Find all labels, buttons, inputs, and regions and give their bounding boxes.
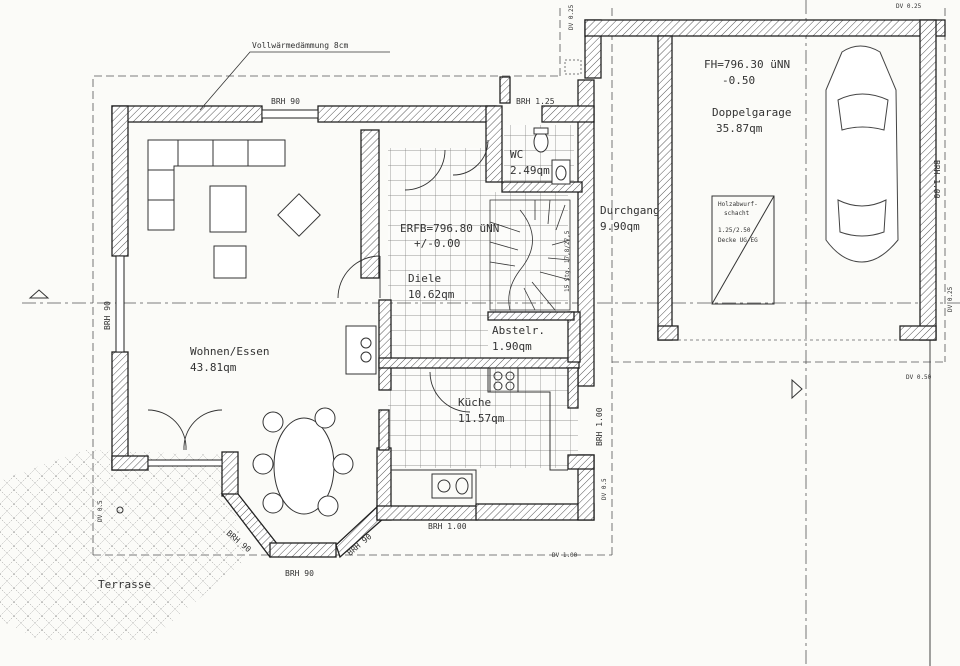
room-area: 35.87qm <box>716 122 763 135</box>
ottoman <box>213 245 247 279</box>
room-name: Doppelgarage <box>712 106 791 119</box>
dv-label: DV 0.25 <box>568 4 575 30</box>
dv-label: DV 0.50 <box>906 374 932 381</box>
room-area: 11.57qm <box>458 412 505 425</box>
brh-label: BRH 1.25 <box>516 97 555 106</box>
garage-walls <box>584 19 946 341</box>
terrace-marker <box>116 506 124 514</box>
dv-label: DV 0.5 <box>601 478 608 500</box>
wood-chute <box>711 195 775 305</box>
roof-outline <box>92 8 946 556</box>
chute-label: 1.25/2.50 <box>718 227 751 234</box>
room-area: 9.90qm <box>600 220 640 233</box>
floor-level-label: +/-0.00 <box>414 237 460 250</box>
chute-label: Holzabwurf- <box>718 201 758 208</box>
brh-label: BRH 90 <box>285 569 314 578</box>
garage-floor-height: FH=796.30 üNN <box>704 58 790 71</box>
dv-label: DV 1.00 <box>552 552 578 559</box>
sofa <box>147 139 286 231</box>
toilet <box>533 127 571 185</box>
cabinet-knob <box>360 351 372 363</box>
garage-level: -0.50 <box>722 74 755 87</box>
room-name: Abstelr. <box>492 324 545 337</box>
room-name: WC <box>510 148 523 161</box>
chimney <box>564 59 582 75</box>
brh-label: BRH 1.00 <box>595 407 604 446</box>
annotations: Vollwärmedämmung 8cm ERFB=796.80 üNN +/-… <box>97 3 954 578</box>
room-name: Diele <box>408 272 441 285</box>
cabinet-knob <box>360 337 372 349</box>
terrace-label: Terrasse <box>98 578 151 591</box>
kitchen-counter <box>391 367 568 504</box>
room-area: 43.81qm <box>190 361 237 374</box>
section-marker-left <box>28 289 50 299</box>
floor-height-label: ERFB=796.80 üNN <box>400 222 499 235</box>
cabinet <box>345 325 377 375</box>
insulation-leader <box>199 51 390 111</box>
room-name: Küche <box>458 396 491 409</box>
coffee-table <box>209 185 247 233</box>
chute-label: Decke UG-EG <box>718 237 758 244</box>
brh-label: BRH 1.00 <box>932 160 941 199</box>
dv-label: DV 0.5 <box>97 500 104 522</box>
room-labels: Wohnen/Essen 43.81qm Diele 10.62qm WC 2.… <box>98 58 791 591</box>
insulation-label: Vollwärmedämmung 8cm <box>252 41 349 50</box>
room-area: 10.62qm <box>408 288 455 301</box>
window <box>115 109 319 467</box>
room-area: 1.90qm <box>492 340 532 353</box>
room-name: Durchgang <box>600 204 660 217</box>
brh-label: BRH 90 <box>271 97 300 106</box>
brh-label: BRH 1.00 <box>428 522 467 531</box>
car <box>825 45 899 263</box>
staircase <box>489 199 571 311</box>
dining-set <box>252 407 354 517</box>
brh-label: BRH 90 <box>103 301 112 330</box>
stairs-label: 15 Stg. 17,8/27,5 <box>564 230 571 292</box>
section-marker-right <box>791 378 803 400</box>
armchair <box>277 193 321 237</box>
room-area: 2.49qm <box>510 164 550 177</box>
door-swing <box>147 139 489 451</box>
section-line <box>22 0 960 666</box>
dv-label: DV 0.25 <box>896 3 922 10</box>
chute-label: schacht <box>724 210 750 217</box>
terrace-paving <box>0 450 245 640</box>
room-name: Wohnen/Essen <box>190 345 269 358</box>
dv-label: DV 0.25 <box>947 286 954 312</box>
